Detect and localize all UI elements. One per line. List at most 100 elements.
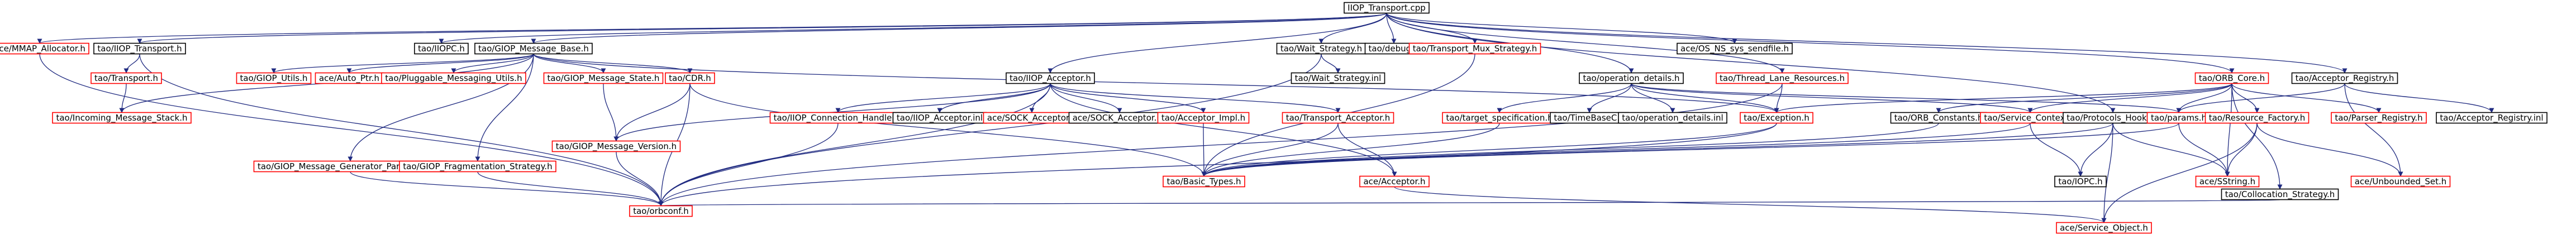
node-label: tao/debug.h [1369, 44, 1420, 54]
node-protocols[interactable]: tao/Protocols_Hooks.h [2063, 112, 2163, 124]
node-mux[interactable]: tao/Transport_Mux_Strategy.h [1408, 42, 1541, 55]
node-frag[interactable]: tao/GIOP_Fragmentation_Strategy.h [399, 160, 556, 173]
node-acc-impl[interactable]: tao/Acceptor_Impl.h [1157, 112, 1250, 124]
node-target-spec[interactable]: tao/target_specification.h [1442, 112, 1557, 124]
node-giop-base[interactable]: tao/GIOP_Message_Base.h [474, 42, 593, 55]
node-label: tao/operation_details.inl [1622, 113, 1723, 123]
node-sstring[interactable]: ace/SString.h [2195, 175, 2260, 188]
node-gen-parser[interactable]: tao/GIOP_Message_Generator_Parser_Impl.h [253, 160, 447, 173]
node-box [2221, 188, 2339, 200]
edge-orb-constants-to-basic-types [1201, 123, 1939, 177]
node-label: tao/Pluggable_Messaging_Utils.h [385, 73, 522, 84]
node-cdr[interactable]: tao/CDR.h [665, 72, 715, 84]
node-collocation[interactable]: tao/Collocation_Strategy.h [2221, 188, 2339, 200]
node-mmap[interactable]: ace/MMAP_Allocator.h [0, 42, 89, 55]
node-box [1618, 112, 1727, 124]
node-wait-strategy[interactable]: tao/Wait_Strategy.h [1276, 42, 1366, 55]
node-box [2331, 112, 2427, 124]
node-acc-reg-inl[interactable]: tao/Acceptor_Registry.inl [2436, 112, 2548, 124]
node-iiop-acceptor[interactable]: tao/IIOP_Acceptor.h [1006, 72, 1095, 84]
node-debug[interactable]: tao/debug.h [1364, 42, 1423, 55]
edge-giop-version-to-orbconf [616, 151, 664, 207]
node-service-obj[interactable]: ace/Service_Object.h [2056, 222, 2152, 234]
node-unbounded[interactable]: ace/Unbounded_Set.h [2350, 175, 2451, 188]
edge-iiop-acceptor-to-transport-acc [1050, 83, 1341, 113]
node-orb-constants[interactable]: tao/ORB_Constants.h [1890, 112, 1987, 124]
node-box [629, 205, 693, 217]
node-sock-acc[interactable]: ace/SOCK_Acceptor.h [983, 112, 1081, 124]
node-box [1344, 2, 1430, 14]
edge-root-to-giop-base [531, 12, 1387, 44]
edge-orb-core-to-service-ctx [2027, 83, 2232, 113]
node-label: tao/GIOP_Utils.h [240, 73, 308, 84]
node-os-ns[interactable]: ace/OS_NS_sys_sendfile.h [1677, 42, 1793, 55]
node-transport[interactable]: tao/Transport.h [91, 72, 162, 84]
node-giop-utils[interactable]: tao/GIOP_Utils.h [236, 72, 312, 84]
node-service-ctx[interactable]: tao/Service_Context.h [1980, 112, 2080, 124]
node-incoming[interactable]: tao/Incoming_Message_Stack.h [52, 112, 192, 124]
node-timebase[interactable]: tao/TimeBaseC.h [1550, 112, 1629, 124]
node-ace-acceptor[interactable]: ace/Acceptor.h [1359, 175, 1430, 188]
node-op-details[interactable]: tao/operation_details.h [1579, 72, 1684, 84]
edge-transport-acc-to-ace-acceptor [1337, 123, 1397, 177]
edge-giop-base-to-frag [475, 54, 534, 162]
node-op-details-inl[interactable]: tao/operation_details.inl [1618, 112, 1727, 124]
edge-mmap-to-orbconf [39, 54, 664, 207]
node-label: tao/Transport.h [94, 73, 158, 83]
node-label: tao/orbconf.h [633, 206, 689, 216]
node-acc-registry[interactable]: tao/Acceptor_Registry.h [2291, 72, 2398, 84]
node-label: ace/Service_Object.h [2060, 223, 2148, 233]
node-label: tao/Acceptor_Impl.h [1161, 113, 1245, 123]
node-box [1163, 175, 1245, 188]
node-parser-reg[interactable]: tao/Parser_Registry.h [2331, 112, 2427, 124]
node-iopc[interactable]: tao/IOPC.h [2054, 175, 2107, 188]
node-label: tao/GIOP_Message_Generator_Parser_Impl.h [258, 161, 443, 172]
node-label: tao/Resource_Factory.h [2209, 113, 2306, 123]
node-transport-acc[interactable]: tao/Transport_Acceptor.h [1282, 112, 1394, 124]
node-giop-version[interactable]: tao/GIOP_Message_Version.h [551, 140, 681, 152]
node-box [1716, 72, 1849, 84]
node-wait-inl[interactable]: tao/Wait_Strategy.inl [1291, 72, 1385, 84]
node-box [1291, 72, 1385, 84]
node-conn-handler[interactable]: tao/IIOP_Connection_Handler.h [769, 112, 907, 124]
node-auto-ptr[interactable]: ace/Auto_Ptr.h [315, 72, 384, 84]
node-label: tao/Transport_Mux_Strategy.h [1413, 44, 1537, 54]
node-params[interactable]: tao/params.h [2146, 112, 2211, 124]
edge-orb-core-to-resource-factory [2231, 83, 2260, 113]
node-orb-core[interactable]: tao/ORB_Core.h [2194, 72, 2269, 84]
node-label: tao/Acceptor_Registry.h [2296, 73, 2394, 84]
node-exception[interactable]: tao/Exception.h [1740, 112, 1813, 124]
edge-root-to-protocols [1386, 13, 2116, 113]
edge-giop-base-to-pluggable [451, 54, 534, 74]
edge-acc-registry-to-acc-reg-inl [2344, 83, 2494, 113]
node-iiop-transport-h[interactable]: tao/IIOP_Transport.h [93, 42, 186, 55]
edge-iiop-acceptor-to-orbconf [658, 83, 1051, 207]
node-label: tao/Basic_Types.h [1166, 176, 1241, 187]
node-thread-lane[interactable]: tao/Thread_Lane_Resources.h [1716, 72, 1849, 84]
edge-giop-base-to-cdr [533, 53, 693, 74]
node-label: tao/Transport_Acceptor.h [1286, 113, 1391, 123]
node-box [2436, 112, 2548, 124]
node-box [551, 140, 681, 152]
node-root[interactable]: IIOP_Transport.cpp [1344, 2, 1430, 14]
node-pluggable[interactable]: tao/Pluggable_Messaging_Utils.h [381, 72, 526, 84]
edge-collocation-to-orbconf [660, 199, 2280, 207]
edge-root-to-thread-lane [1386, 13, 1785, 74]
node-label: ace/SString.h [2199, 176, 2255, 187]
node-iiop-acc-inl[interactable]: tao/IIOP_Acceptor.inl [892, 112, 987, 124]
node-label: tao/Collocation_Strategy.h [2225, 189, 2335, 200]
node-label: tao/Thread_Lane_Resources.h [1720, 73, 1845, 84]
node-orbconf[interactable]: tao/orbconf.h [629, 205, 693, 217]
node-sock-acc-inl[interactable]: ace/SOCK_Acceptor.inl [1068, 112, 1171, 124]
node-label: tao/operation_details.h [1583, 73, 1679, 84]
node-iiopc[interactable]: tao/IIOPC.h [414, 42, 469, 55]
node-box [52, 112, 192, 124]
edge-root-to-iiop-acceptor [1047, 13, 1387, 74]
node-box [2195, 175, 2260, 188]
node-giop-state[interactable]: tao/GIOP_Message_State.h [543, 72, 664, 84]
edge-giop-base-to-exception [533, 54, 1779, 113]
edge-op-details-to-params [1631, 83, 2182, 113]
node-resource-factory[interactable]: tao/Resource_Factory.h [2204, 112, 2310, 124]
edge-wait-strategy-to-wait-inl [1321, 54, 1341, 74]
node-basic-types[interactable]: tao/Basic_Types.h [1163, 175, 1245, 188]
